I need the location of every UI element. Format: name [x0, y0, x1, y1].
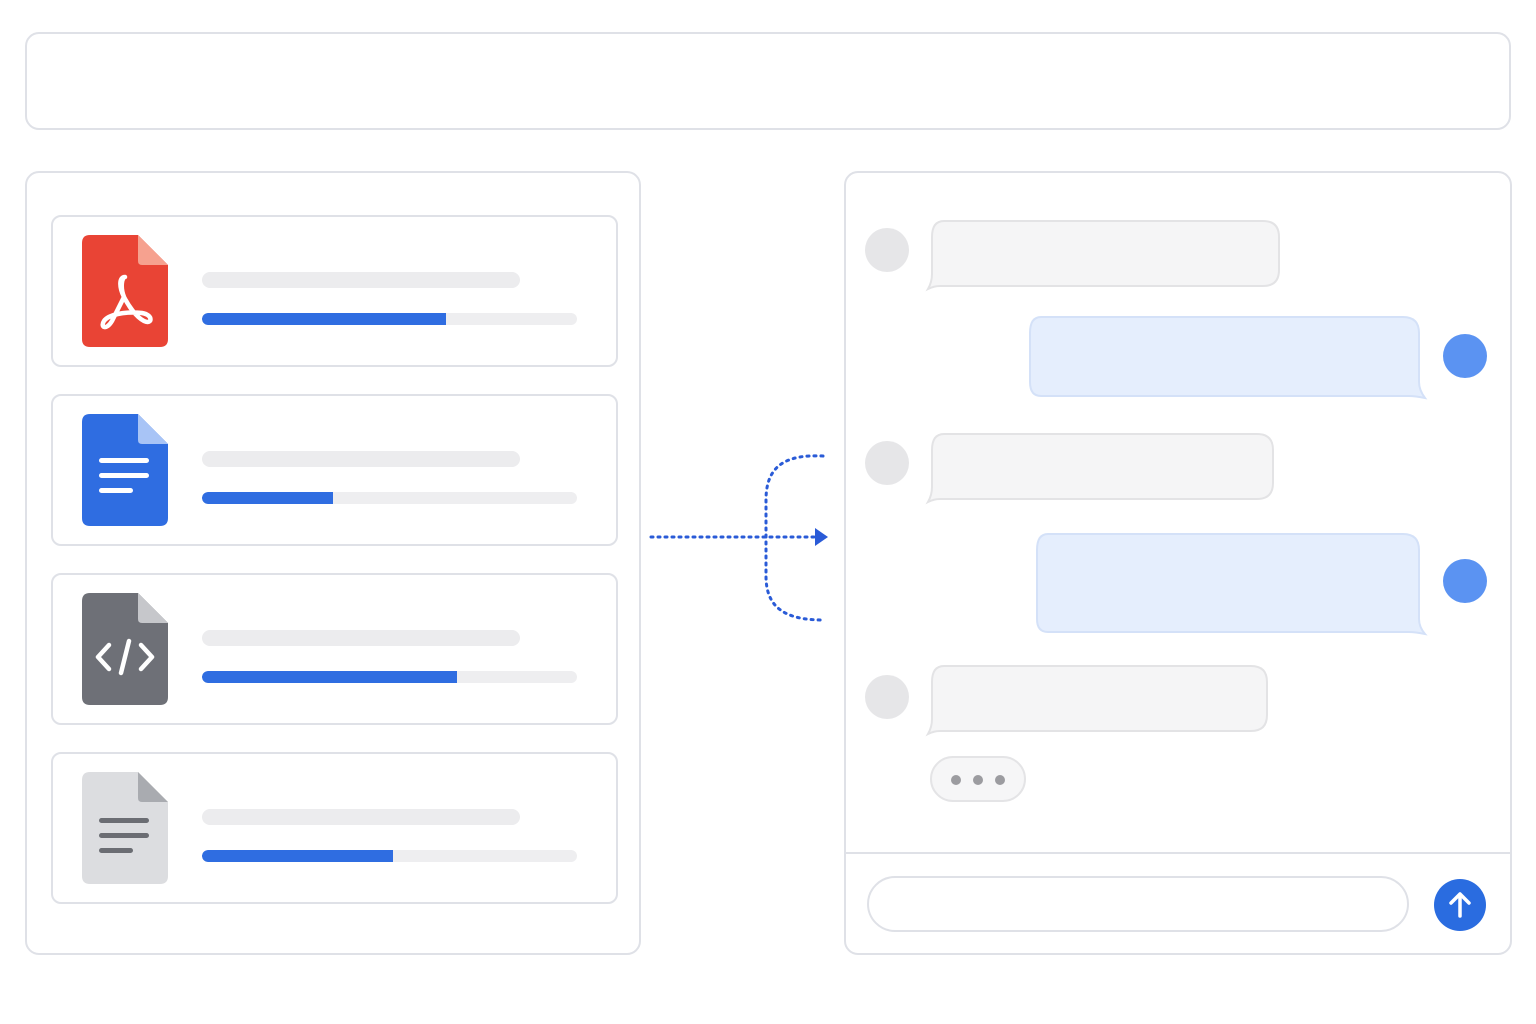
assistant-avatar — [865, 675, 909, 719]
file-card-document[interactable] — [51, 394, 618, 546]
send-button[interactable] — [1434, 879, 1486, 931]
top-bar — [25, 32, 1511, 130]
file-name-placeholder — [202, 630, 520, 646]
message-input[interactable] — [867, 876, 1409, 932]
assistant-avatar — [865, 441, 909, 485]
composer-divider — [846, 852, 1510, 854]
upload-progress-bar — [202, 671, 577, 683]
assistant-message-bubble — [925, 433, 1278, 505]
file-card-pdf[interactable] — [51, 215, 618, 367]
upload-progress-bar — [202, 492, 577, 504]
assistant-message-bubble — [925, 665, 1272, 737]
arrow-up-icon — [1449, 892, 1471, 918]
assistant-message-bubble — [925, 220, 1282, 292]
typing-dots-icon — [930, 756, 1026, 802]
file-card-text[interactable] — [51, 752, 618, 904]
chat-panel — [844, 171, 1512, 955]
user-avatar — [1443, 334, 1487, 378]
upload-progress-fill — [202, 492, 334, 504]
flow-arrow-icon — [649, 454, 828, 622]
upload-progress-fill — [202, 850, 394, 862]
file-card-code[interactable] — [51, 573, 618, 725]
pdf-file-icon — [82, 235, 168, 347]
upload-progress-bar — [202, 850, 577, 862]
file-name-placeholder — [202, 272, 520, 288]
assistant-avatar — [865, 228, 909, 272]
file-name-placeholder — [202, 451, 520, 467]
user-message-bubble — [1036, 533, 1429, 637]
upload-progress-fill — [202, 671, 457, 683]
code-file-icon — [82, 593, 168, 705]
user-message-bubble — [1029, 316, 1429, 400]
text-file-icon — [82, 772, 168, 884]
upload-progress-bar — [202, 313, 577, 325]
file-name-placeholder — [202, 809, 520, 825]
file-list-panel — [25, 171, 641, 955]
upload-progress-fill — [202, 313, 446, 325]
document-file-icon — [82, 414, 168, 526]
user-avatar — [1443, 559, 1487, 603]
